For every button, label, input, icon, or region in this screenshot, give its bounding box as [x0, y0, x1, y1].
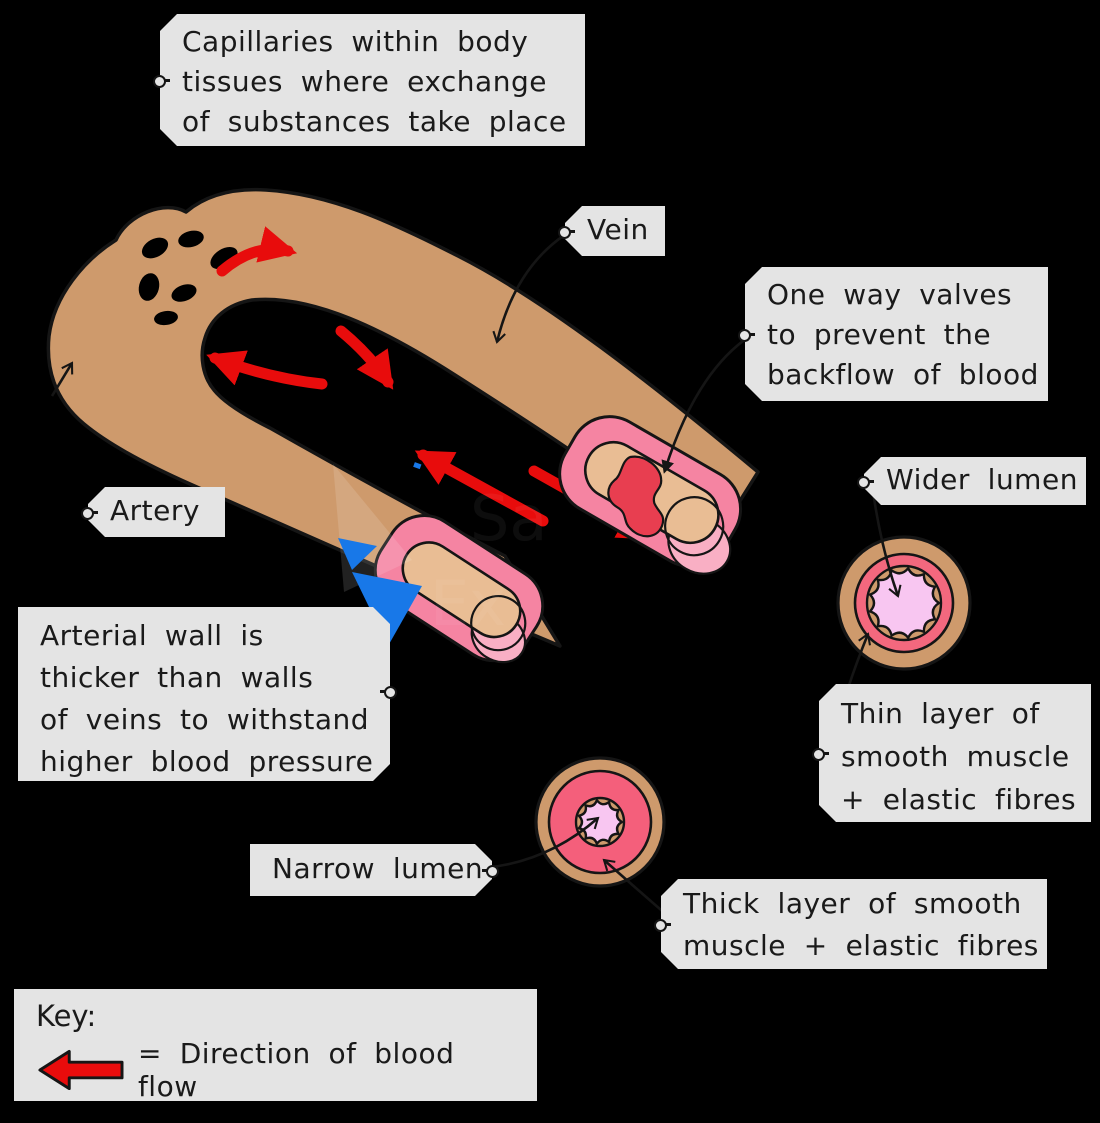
label-text: to prevent the	[767, 318, 992, 351]
label-text: Wider lumen	[886, 463, 1078, 496]
label-artery: Artery	[81, 487, 225, 537]
label-capillaries: Capillaries within body tissues where ex…	[153, 14, 585, 146]
label-text: higher blood pressure	[40, 745, 374, 778]
svg-text:Ex: Ex	[430, 567, 506, 640]
tag-hole-icon	[857, 476, 874, 489]
label-text: Artery	[110, 494, 200, 527]
label-arterial-wall: Arterial wall is thicker than walls of v…	[18, 607, 397, 781]
tag-hole-icon	[812, 748, 829, 761]
key-panel: Key: = Direction of blood flow	[14, 989, 537, 1103]
tag-hole-icon	[81, 507, 98, 520]
label-text: smooth muscle	[841, 740, 1070, 773]
label-one-way-valves: One way valves to prevent the backflow o…	[738, 267, 1048, 401]
tag-hole-icon	[153, 75, 170, 88]
artery-ring-cross-section	[534, 756, 666, 888]
tag-hole-icon	[558, 226, 575, 239]
label-text: Capillaries within body	[182, 25, 529, 58]
label-thin-layer: Thin layer of smooth muscle + elastic fi…	[812, 684, 1091, 822]
label-text: muscle + elastic fibres	[683, 929, 1039, 962]
label-vein: Vein	[558, 206, 665, 256]
one-way-valve-blob	[607, 455, 665, 538]
label-narrow-lumen: Narrow lumen	[250, 844, 499, 896]
valve-pointer-arrow	[661, 334, 751, 474]
label-text: + elastic fibres	[841, 783, 1077, 816]
label-text: Narrow lumen	[272, 852, 484, 885]
vein-ring-cross-section	[836, 535, 972, 671]
label-text: backflow of blood	[767, 358, 1039, 391]
label-thick-layer: Thick layer of smooth muscle + elastic f…	[654, 879, 1047, 969]
label-text: tissues where exchange	[182, 65, 547, 98]
svg-text:Sa: Sa	[470, 482, 547, 555]
tag-hole-icon	[654, 919, 671, 932]
tag-hole-icon	[482, 865, 499, 878]
label-text: Arterial wall is	[40, 619, 264, 652]
tag-hole-icon	[738, 329, 755, 342]
key-title: Key:	[36, 999, 97, 1033]
blood-flow-arrow-icon	[38, 1049, 124, 1091]
watermark-logo: Sa Ex	[333, 462, 547, 646]
label-wider-lumen: Wider lumen	[857, 457, 1086, 505]
label-text: One way valves	[767, 278, 1013, 311]
label-text: Vein	[587, 213, 649, 246]
vessel-loop	[46, 187, 760, 648]
label-text: of veins to withstand	[40, 703, 370, 736]
key-legend: = Direction of blood flow	[137, 1037, 455, 1103]
label-text: Thick layer of smooth	[683, 887, 1022, 920]
tag-hole-icon	[380, 686, 397, 699]
label-text: Thin layer of	[841, 697, 1040, 730]
vein-cross-section-open	[558, 415, 743, 575]
artery-cross-section-open	[373, 514, 545, 664]
label-text: thicker than walls	[40, 661, 314, 694]
label-text: of substances take place	[182, 105, 567, 138]
annotation-arrows	[50, 232, 567, 397]
